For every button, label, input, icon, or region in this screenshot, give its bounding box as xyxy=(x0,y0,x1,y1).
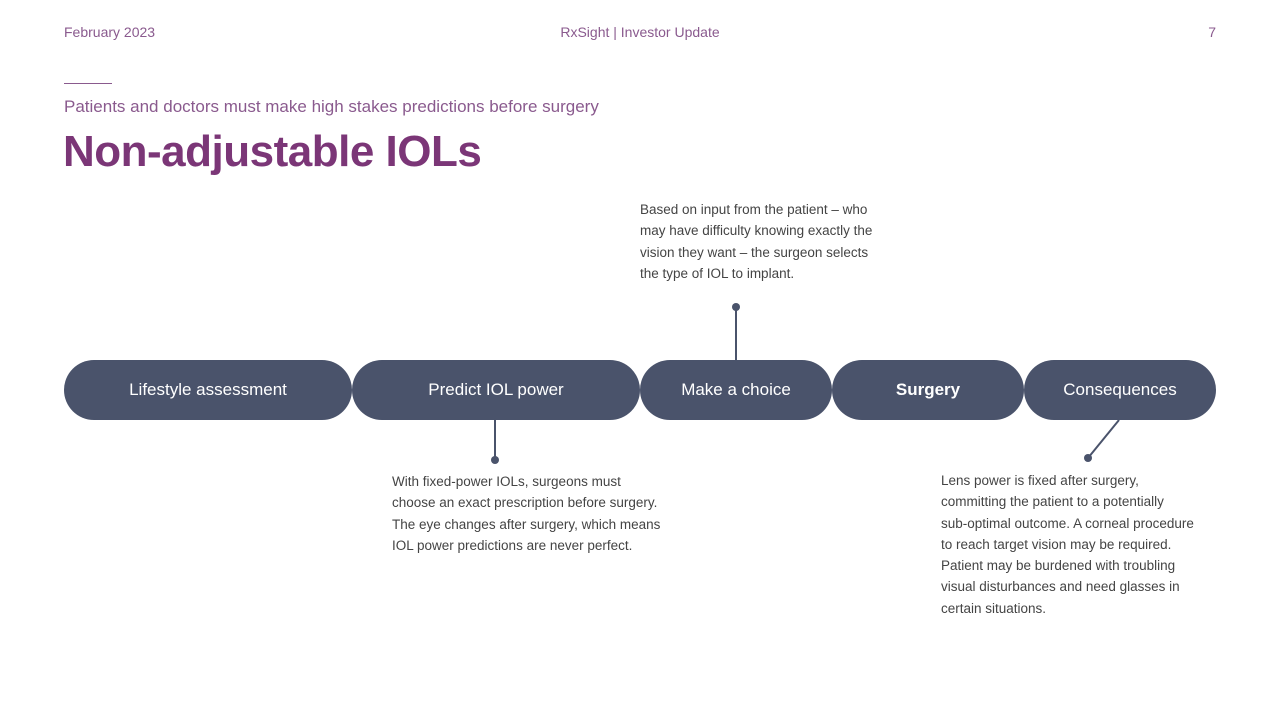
header-title: RxSight | Investor Update xyxy=(560,24,720,40)
connector-consequences xyxy=(1087,419,1120,459)
title-rule xyxy=(64,83,112,84)
note-line: to reach target vision may be required. xyxy=(941,536,1172,552)
note-line: sub-optimal outcome. A corneal procedure xyxy=(941,515,1194,531)
header-date: February 2023 xyxy=(64,24,156,40)
step-consequences: Consequences xyxy=(1024,360,1216,420)
step-make-a-choice: Make a choice xyxy=(640,360,832,420)
note-make-choice: Based on input from the patient – who ma… xyxy=(640,199,872,284)
note-line: visual disturbances and need glasses in xyxy=(941,579,1180,595)
note-line: Based on input from the patient – who xyxy=(640,202,868,217)
connector-dot-make-choice xyxy=(732,303,740,311)
note-line: Patient may be burdened with troubling xyxy=(941,558,1176,574)
note-line: the type of IOL to implant. xyxy=(640,265,795,281)
note-predict-power: With fixed-power IOLs, surgeons must cho… xyxy=(392,471,660,556)
note-line: certain situations. xyxy=(941,600,1047,616)
note-consequences: Lens power is fixed after surgery, commi… xyxy=(941,470,1194,619)
slide-title: Non-adjustable IOLs xyxy=(63,127,482,176)
note-line: committing the patient to a potentially xyxy=(941,494,1164,510)
step-surgery: Surgery xyxy=(832,360,1024,420)
connector-dot-predict-power xyxy=(491,456,499,464)
slide-subtitle: Patients and doctors must make high stak… xyxy=(64,97,599,116)
note-line: choose an exact prescription before surg… xyxy=(392,495,658,511)
step-predict-iol-power: Predict IOL power xyxy=(352,360,640,420)
page-number: 7 xyxy=(1208,24,1216,40)
note-line: With fixed-power IOLs, surgeons must xyxy=(392,474,621,489)
note-line: Lens power is fixed after surgery, xyxy=(941,473,1139,488)
note-line: IOL power predictions are never perfect. xyxy=(392,537,633,553)
note-line: The eye changes after surgery, which mea… xyxy=(392,516,661,532)
connector-dot-consequences xyxy=(1084,454,1092,462)
step-lifestyle-assessment: Lifestyle assessment xyxy=(64,360,352,420)
note-line: vision they want – the surgeon selects xyxy=(640,244,869,260)
note-line: may have difficulty knowing exactly the xyxy=(640,223,873,239)
